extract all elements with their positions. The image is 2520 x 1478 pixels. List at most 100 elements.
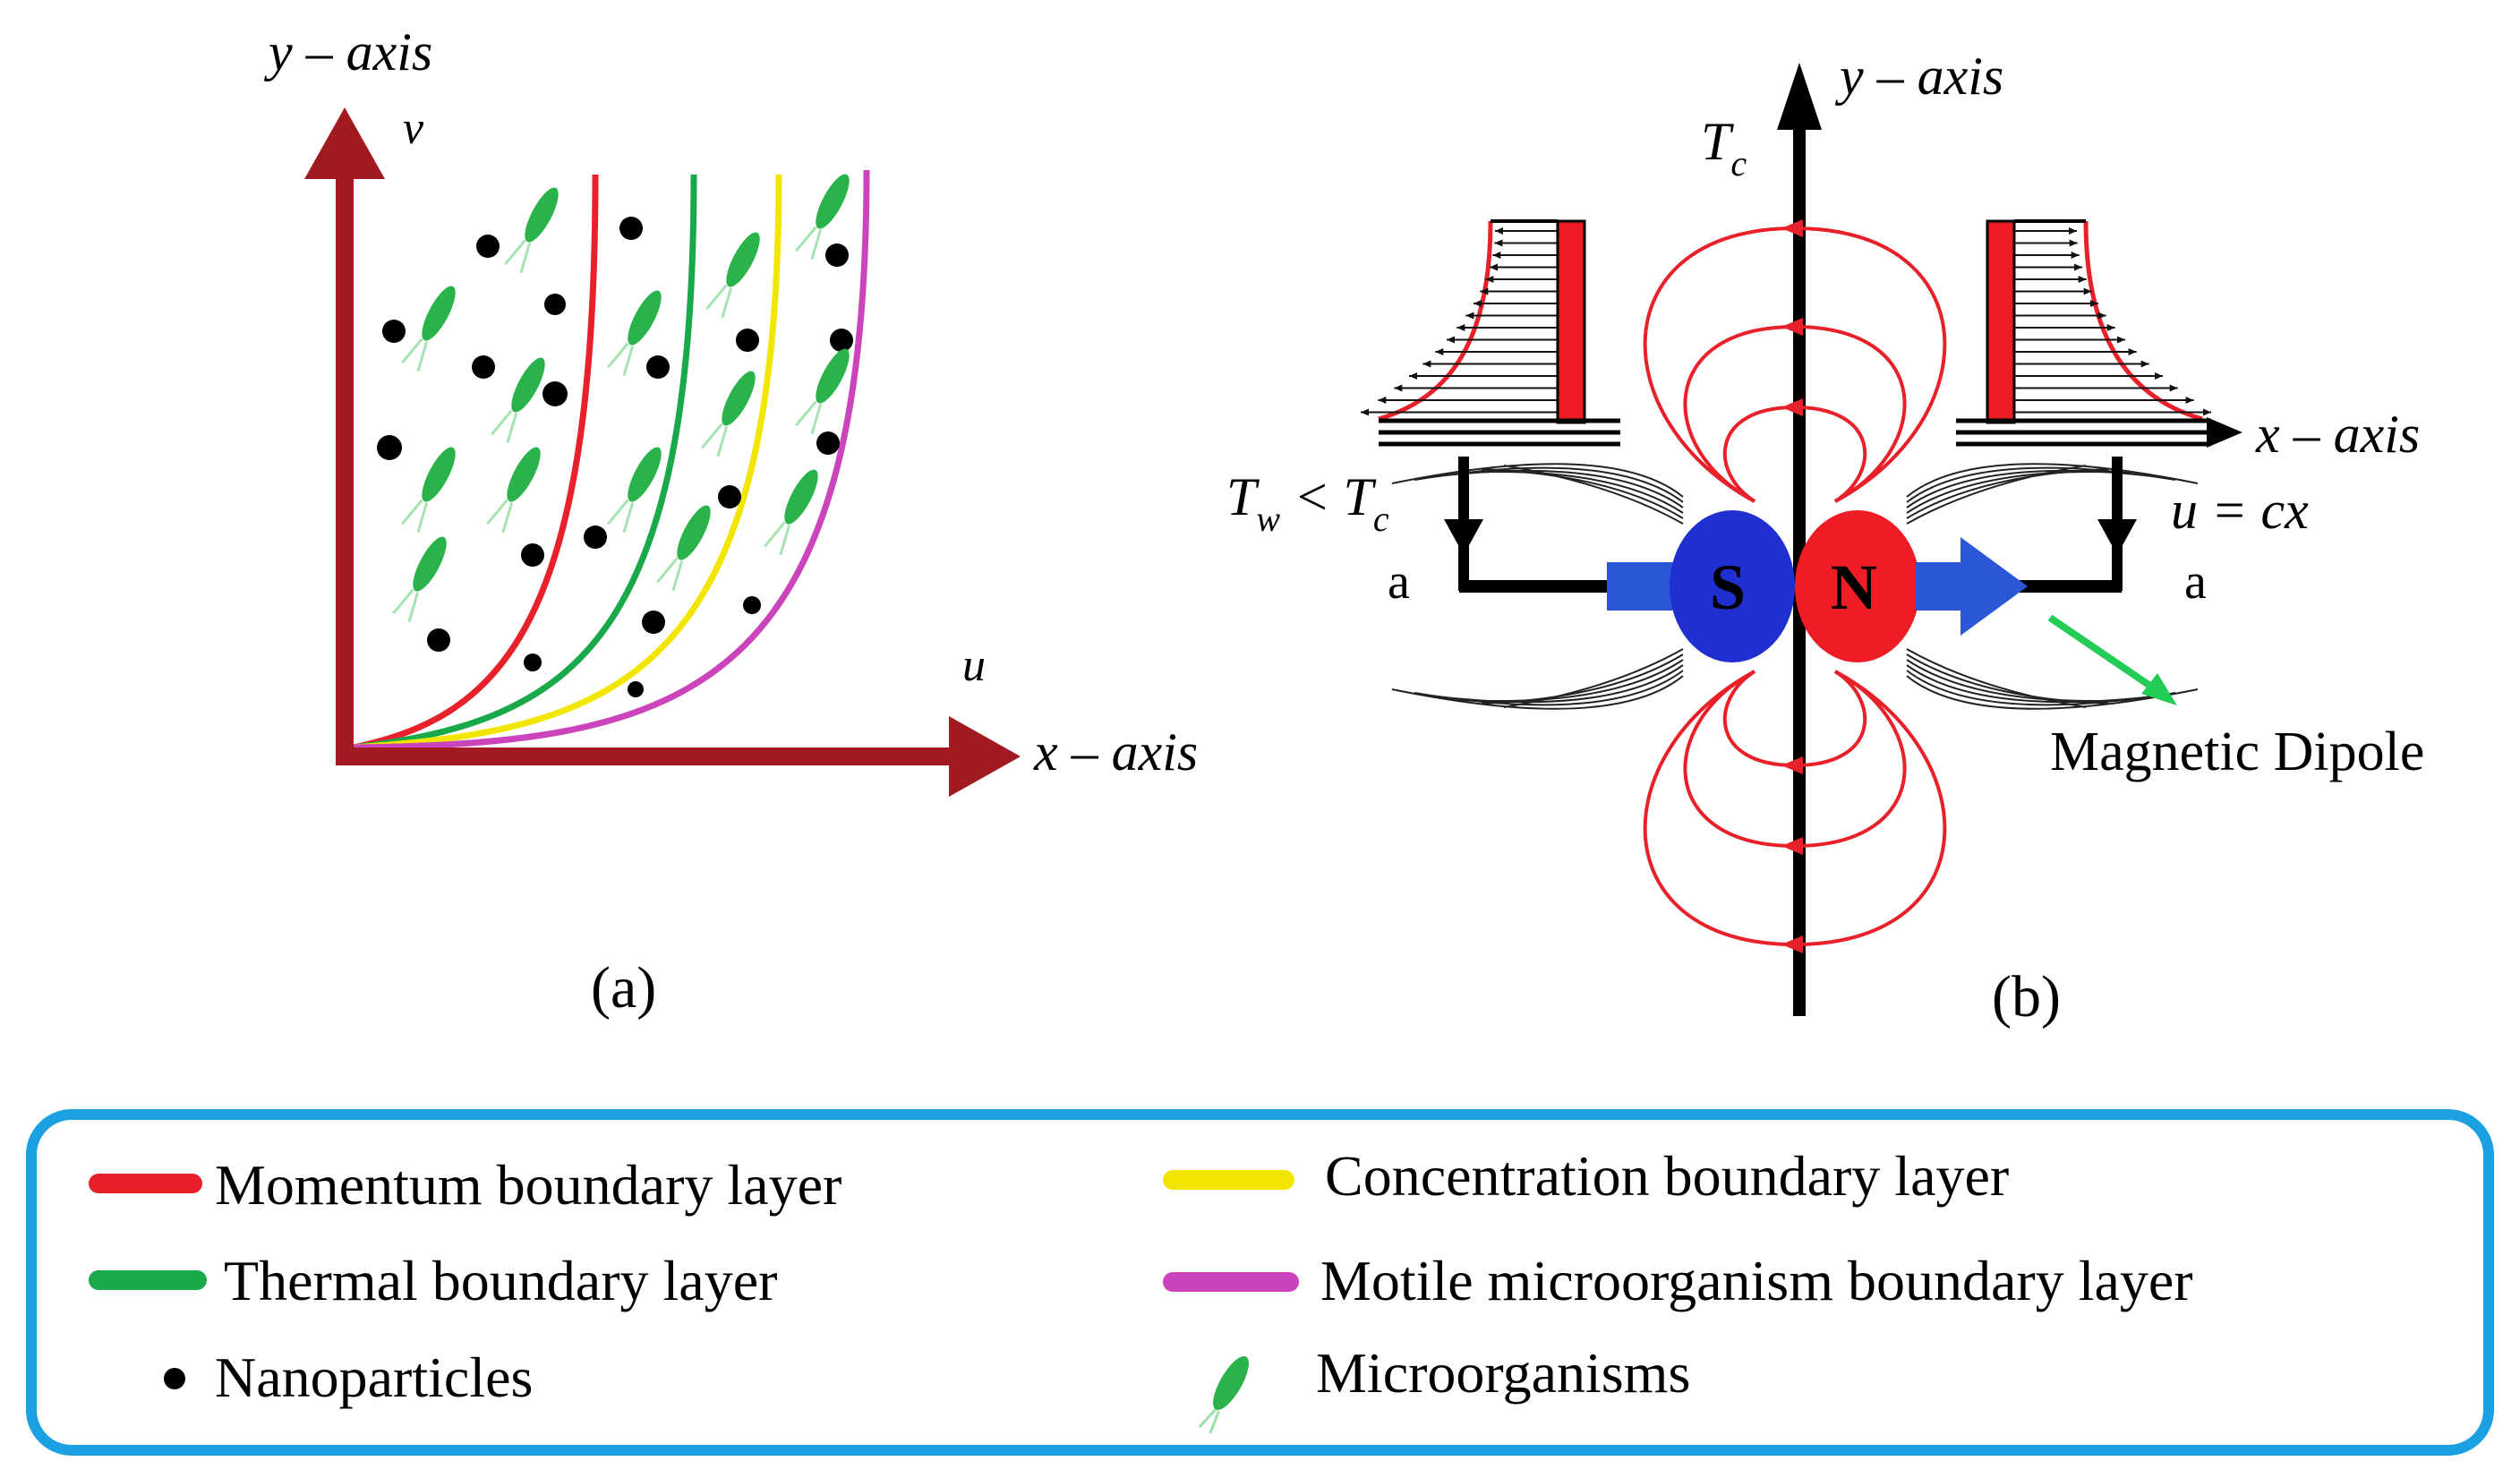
legend: Momentum boundary layer Concentration bo… [26, 1109, 2494, 1456]
u-equals-cx-label: u = cx [2171, 481, 2309, 540]
panel-a-x-axis-label: x – axis [1033, 722, 1198, 782]
north-pole [1795, 510, 1920, 662]
right-profile-curve [2083, 220, 2203, 422]
microorganism-body [726, 232, 760, 287]
whisker-line [1906, 670, 2176, 706]
legend-motile-label: Motile microorganism boundary layer [1320, 1249, 2193, 1312]
right-down-arrowhead [2097, 519, 2137, 555]
nanoparticle [542, 381, 568, 406]
field-arrow [1781, 756, 1803, 774]
legend-thermal-label: Thermal boundary layer [224, 1249, 777, 1312]
panel-a-x-arrowhead [949, 716, 1021, 797]
profile-arrowhead [1394, 384, 1403, 392]
nanoparticle [472, 355, 495, 379]
microorganism-body [628, 290, 662, 346]
profile-arrowhead [2169, 384, 2178, 392]
left-profile-curve [1378, 220, 1493, 422]
north-pole-label: N [1831, 551, 1877, 623]
panel-a-caption: (a) [591, 955, 656, 1021]
dipole-pointer-arrowhead [2141, 673, 2177, 705]
profile-arrowhead [1494, 239, 1503, 247]
whisker-line [1906, 463, 2199, 498]
microorganism-tail [416, 502, 429, 534]
profile-arrowhead [2140, 360, 2149, 368]
profile-arrowhead [1492, 252, 1501, 259]
microorganism-tail [764, 521, 786, 548]
whisker-line [1906, 465, 2087, 525]
left-plate [1361, 219, 1620, 593]
microorganism-body [525, 187, 559, 243]
right-a-label: a [2184, 554, 2207, 610]
south-pole [1670, 510, 1795, 662]
microorganism-body [628, 447, 662, 502]
nanoparticle [524, 654, 542, 671]
boundary-layer-curves [353, 169, 870, 751]
microorganism-tail [671, 560, 684, 592]
panel-a-y-axis-label: y – axis [263, 22, 432, 81]
motile-boundary-curve [353, 169, 870, 751]
whisker-line [1436, 664, 1684, 704]
profile-arrowhead [2155, 372, 2163, 380]
nanoparticle [646, 355, 670, 379]
nanoparticle [377, 435, 402, 460]
right-profile-arrows [2014, 227, 2211, 416]
microorganism [401, 447, 456, 534]
microorganism-tail [401, 337, 423, 364]
whisker-line [1391, 463, 1684, 498]
microorganism-tail [407, 592, 420, 623]
microorganism [795, 174, 850, 261]
whisker-line [1906, 466, 2176, 503]
field-arrow [1781, 318, 1803, 336]
profile-arrowhead [1485, 276, 1494, 283]
profile-arrowhead [2128, 348, 2137, 355]
profile-arrowhead [1490, 263, 1498, 271]
whisker-line [1906, 469, 2154, 508]
microorganism-tail [795, 226, 817, 252]
microorganism-body [677, 505, 711, 560]
profile-arrowhead [2069, 227, 2077, 235]
microorganism-tail [705, 284, 728, 311]
nanoparticle [628, 681, 644, 697]
profile-arrowhead [2106, 324, 2115, 331]
microorganism [701, 371, 756, 457]
whisker-line [1481, 468, 1684, 519]
whisker-line [1503, 465, 1684, 525]
left-a-label: a [1388, 554, 1410, 610]
left-down-arrowhead [1444, 519, 1483, 555]
legend-concentration-label: Concentration boundary layer [1325, 1144, 2009, 1208]
nanoparticle [718, 485, 741, 508]
panel-a-axes [304, 107, 1021, 797]
panel-a-y-arrowhead [304, 107, 385, 179]
nanoparticle [427, 628, 450, 652]
whisker-line [1906, 654, 2109, 705]
dipole-right-arrow [1916, 537, 2028, 636]
nanoparticle [521, 543, 544, 567]
microorganism-tail [795, 400, 817, 427]
magnetic-field-lines [1643, 219, 1947, 953]
profile-arrowhead [2117, 336, 2125, 344]
microorganism-tail [716, 426, 729, 457]
legend-momentum-label: Momentum boundary layer [215, 1153, 841, 1217]
whisker-line [1414, 670, 1684, 706]
field-arrow [1781, 219, 1803, 237]
panel-b-x-axis-label: x – axis [2255, 405, 2420, 464]
nanoparticle-group [377, 217, 853, 697]
microorganism-tail [607, 342, 629, 369]
profile-arrowhead [1361, 408, 1369, 416]
profile-arrowhead [2071, 252, 2080, 259]
microorganism [401, 286, 456, 372]
nanoparticle [544, 294, 566, 315]
profile-arrowhead [1465, 312, 1474, 320]
profile-arrowhead [1456, 324, 1465, 331]
microorganism-body [816, 348, 850, 404]
panel-b-y-arrowhead [1777, 63, 1822, 130]
whisker-line [1391, 675, 1684, 710]
profile-arrowhead [1422, 360, 1431, 368]
microorganism [607, 290, 662, 377]
microorganism-tail [392, 588, 414, 615]
profile-arrowhead [1495, 227, 1503, 235]
nanoparticle [476, 235, 500, 258]
microorganism-tail [491, 409, 513, 436]
magnetic-dipole-label: Magnetic Dipole [2050, 722, 2424, 782]
